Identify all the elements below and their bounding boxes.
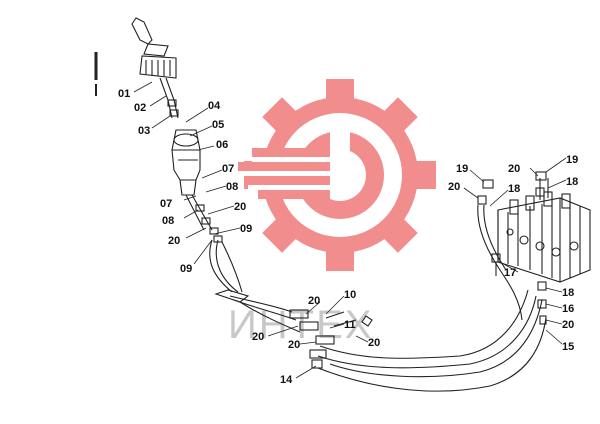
callout-label: 18	[562, 287, 574, 299]
callout-label: 08	[226, 181, 238, 193]
callout-label: 20	[288, 339, 300, 351]
callout-label: 08	[162, 215, 174, 227]
drawing-linework	[94, 17, 591, 392]
callout-label: 20	[562, 319, 574, 331]
callout-label: 09	[240, 223, 252, 235]
callout-label: 15	[562, 341, 574, 353]
callout-label: 18	[508, 183, 520, 195]
callout-label: 19	[566, 154, 578, 166]
callout-label: 19	[456, 163, 468, 175]
callout-label: 09	[180, 263, 192, 275]
callout-label: 20	[448, 181, 460, 193]
callout-label: 16	[562, 303, 574, 315]
callout-label: 20	[368, 337, 380, 349]
callout-label: 10	[344, 289, 356, 301]
callout-label: 18	[566, 176, 578, 188]
callout-label: 20	[508, 163, 520, 175]
callout-label: 20	[168, 235, 180, 247]
callout-label: 03	[138, 125, 150, 137]
callout-label: 20	[234, 201, 246, 213]
callout-label: 06	[216, 139, 228, 151]
watermark-gear-logo	[238, 79, 436, 271]
callout-label: 14	[280, 374, 293, 386]
callout-label: 04	[208, 100, 221, 112]
callout-label: 17	[504, 267, 516, 279]
callout-labels: 01 02 03 04 05 06 07 07 08 08 20 20 09 0…	[118, 88, 578, 386]
callout-label: 01	[118, 88, 130, 100]
callout-label: 02	[134, 102, 146, 114]
callout-label: 20	[252, 331, 264, 343]
callout-leader-lines	[133, 81, 567, 379]
callout-label: 20	[308, 295, 320, 307]
callout-label: 07	[160, 198, 172, 210]
callout-label: 07	[222, 163, 234, 175]
callout-label: 11	[344, 319, 356, 331]
callout-label: 05	[212, 119, 224, 131]
